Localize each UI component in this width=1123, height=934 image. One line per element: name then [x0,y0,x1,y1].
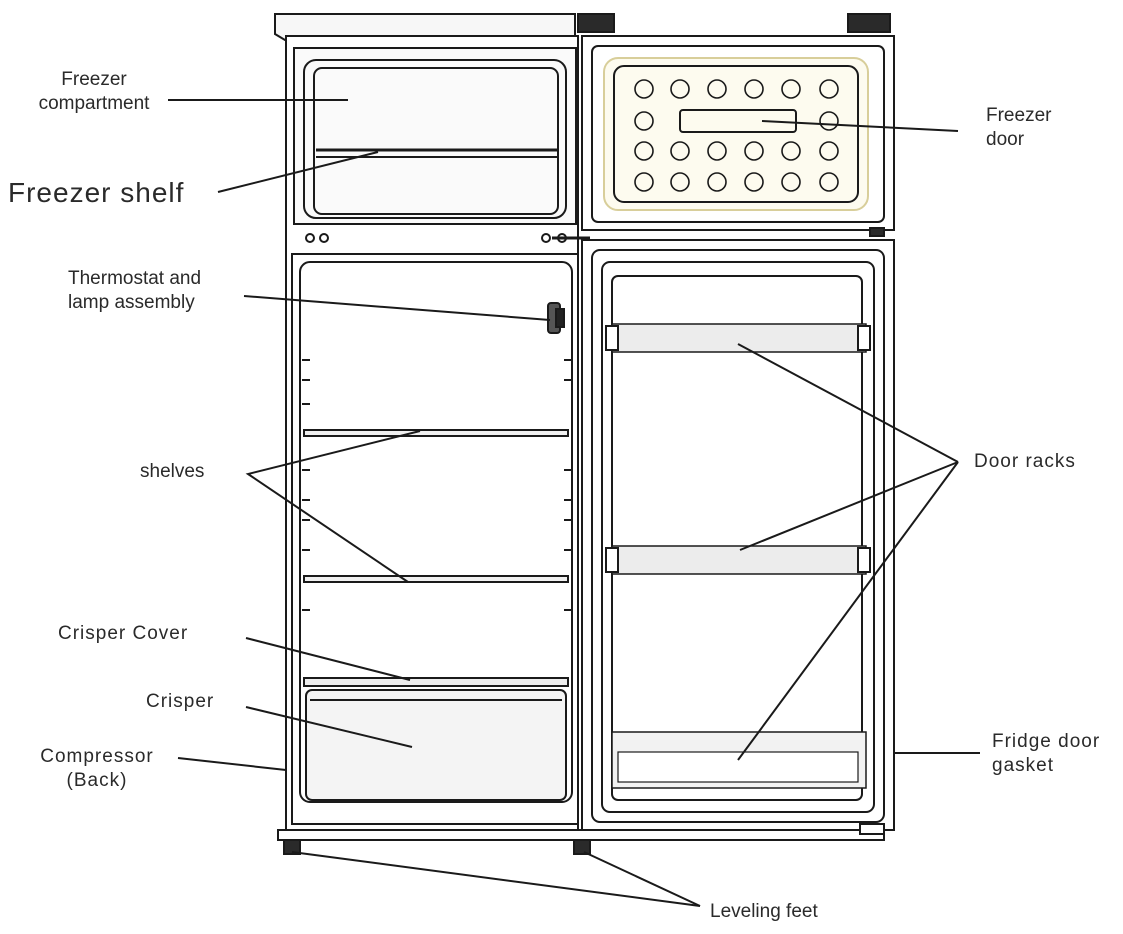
leader-crisper [245,706,413,748]
label-leveling-feet: Leveling feet [710,901,818,922]
label-freezer-door: Freezer door [986,105,1052,150]
top-hinge-left [577,13,615,33]
leader-door-rack-top [737,343,959,463]
door-rack-bottom [611,731,867,789]
crisper-cover [303,677,569,687]
label-door-racks: Door racks [974,451,1076,472]
leader-compressor [177,757,287,771]
leader-shelves [245,430,421,583]
door-rack-middle [605,545,871,575]
freezer-door-egg-tray [634,79,839,192]
label-compressor: Compressor (Back) [40,746,154,791]
label-fridge-door-gasket: Fridge door gasket [992,731,1101,776]
leveling-foot-left [283,839,301,855]
leveling-foot-right [573,839,591,855]
freezer-door-gasket [603,57,869,211]
base-plinth [277,829,885,841]
label-crisper: Crisper [146,691,215,712]
label-thermostat-lamp-assembly: Thermostat and lamp assembly [68,268,202,313]
leader-door-rack-middle [739,461,959,551]
freezer-compartment [293,47,577,225]
crisper [305,689,567,801]
leader-lines [168,99,980,907]
control-knob-1 [305,233,315,243]
leader-door-rack-bottom [737,461,959,761]
control-knob-2 [319,233,329,243]
label-crisper-cover: Crisper Cover [58,623,189,644]
label-freezer-shelf: Freezer shelf [8,177,185,208]
label-shelves: shelves [140,461,205,482]
label-freezer-compartment: Freezer compartment [38,69,150,114]
leader-foot-left [291,851,701,907]
fridge-door-gasket [591,249,885,823]
leader-crisper-cover [245,637,411,681]
leader-freezer-door [761,120,959,132]
leader-freezer-shelf [217,151,379,193]
leader-thermostat [243,295,551,321]
shelf-lower [303,575,569,583]
top-hinge-right [847,13,891,33]
leader-foot-right [583,851,701,907]
door-rack-top [605,323,871,353]
shelf-upper [303,429,569,437]
freezer-door-dairy-slot [679,109,797,133]
